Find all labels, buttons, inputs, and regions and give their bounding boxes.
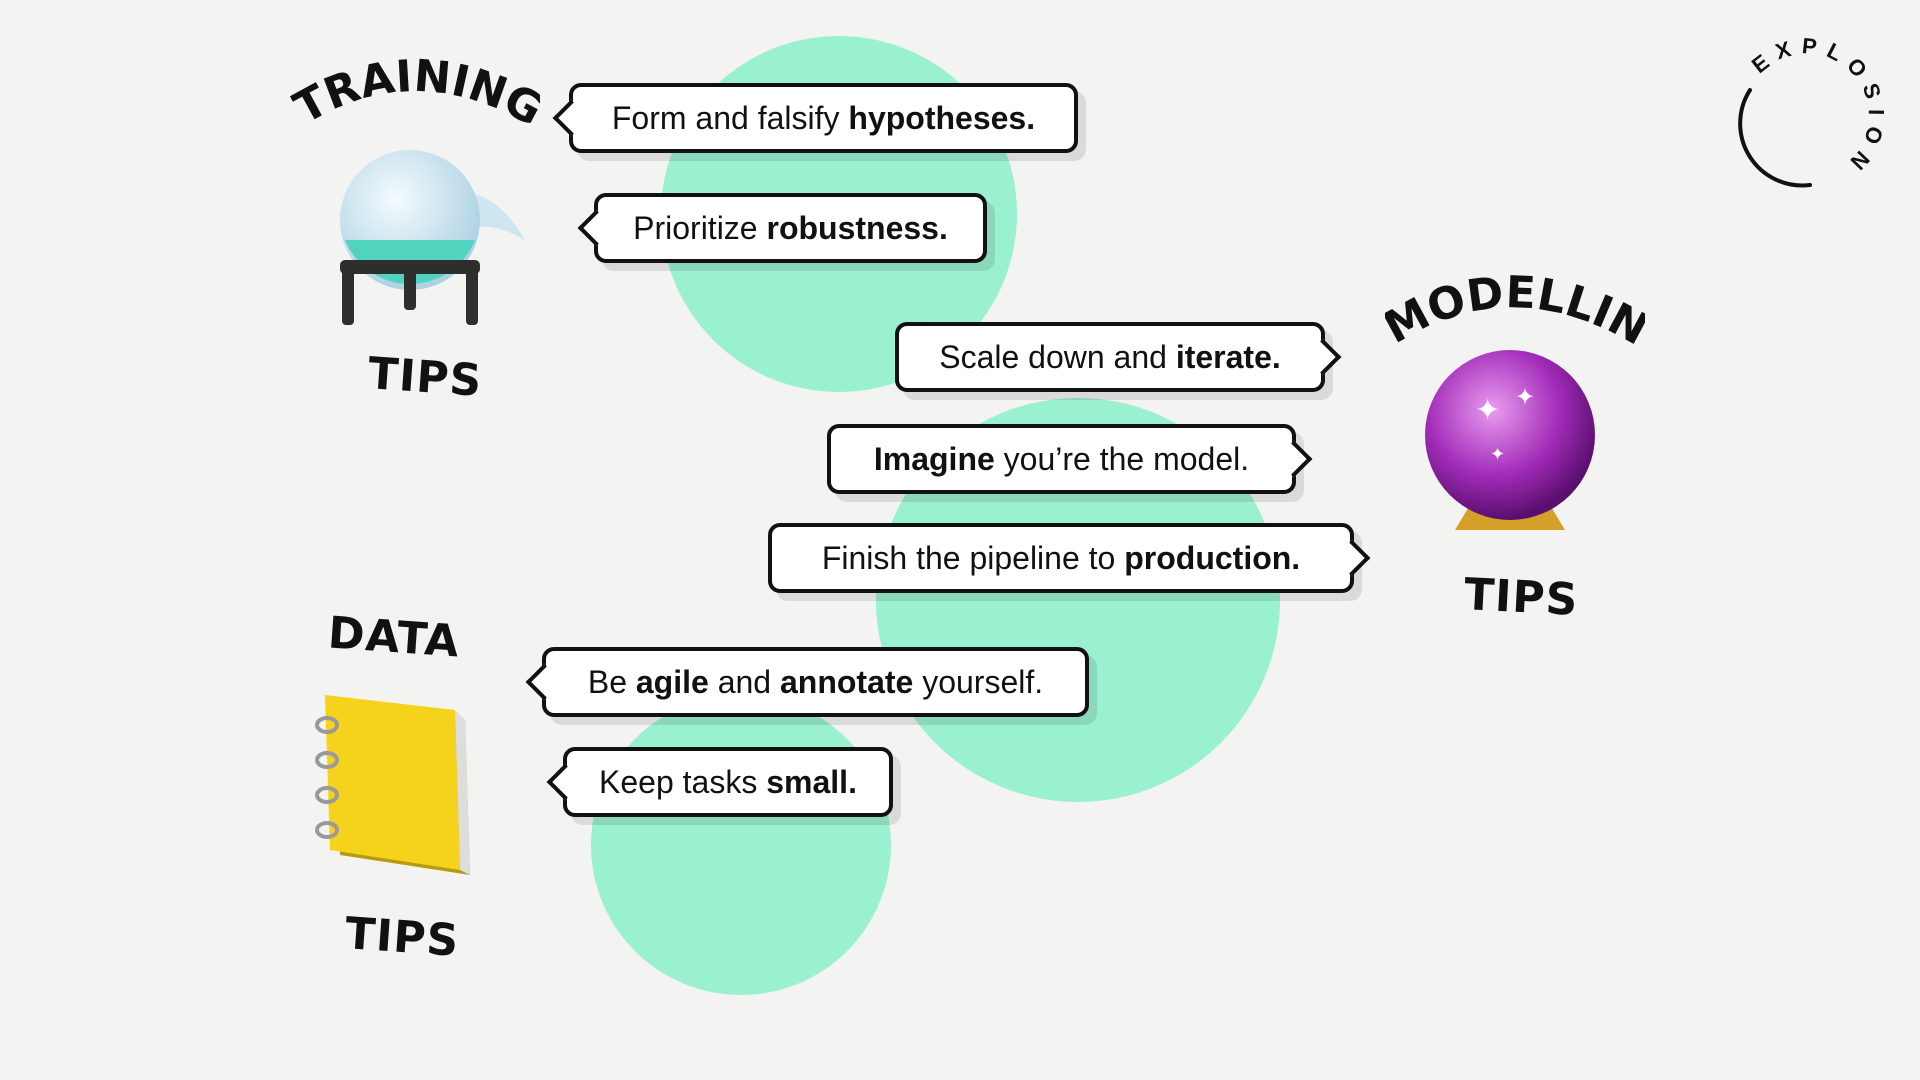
speech-tail	[1304, 338, 1342, 376]
svg-text:✦: ✦	[1515, 384, 1535, 411]
tip-bubble: Prioritize robustness.	[577, 193, 987, 263]
tip-bubble: Be agile and annotate yourself.	[525, 647, 1089, 717]
speech-tail	[552, 99, 590, 137]
tip-bubble: Keep tasks small.	[546, 747, 893, 817]
data-heading: DATA	[326, 607, 462, 668]
tip-text-bold: annotate	[779, 663, 914, 700]
explosion-logo: EXPLOSION	[1738, 35, 1885, 188]
tip-text: Scale down and	[939, 338, 1176, 375]
speech-tail	[577, 209, 615, 247]
tip-text: and	[708, 663, 780, 700]
tip-bubble: Finish the pipeline to production.	[768, 523, 1371, 593]
tip-text-bold: robustness.	[766, 209, 948, 246]
training-tips-label: TIPS	[366, 348, 484, 407]
tip-text-bold: hypotheses.	[848, 99, 1036, 136]
data-tips-label: TIPS	[343, 908, 461, 967]
training-heading: TRAINING	[290, 50, 540, 136]
tip-text: Keep tasks	[599, 763, 767, 800]
tip-text: Form and falsify	[611, 99, 849, 136]
speech-tail	[525, 663, 563, 701]
decorative-circle	[591, 695, 891, 995]
tip-text-bold: Imagine	[873, 440, 995, 477]
speech-tail	[1333, 539, 1371, 577]
modelling-heading: MODELLING	[1385, 260, 1645, 355]
tip-bubble: Scale down and iterate.	[895, 322, 1342, 392]
tip-text: Finish the pipeline to	[821, 539, 1125, 576]
tip-text-bold: small.	[766, 763, 857, 800]
tip-text-bold: production.	[1124, 539, 1301, 576]
tip-bubble: Form and falsify hypotheses.	[552, 83, 1078, 153]
tip-bubble: Imagine you’re the model.	[827, 424, 1313, 494]
speech-tail	[546, 763, 584, 801]
notebook-icon	[315, 695, 470, 875]
tip-text: Be	[587, 663, 636, 700]
tip-text: yourself.	[913, 663, 1044, 700]
svg-text:✦: ✦	[1475, 394, 1500, 427]
svg-text:MODELLING: MODELLING	[1385, 260, 1645, 355]
crystal-ball-icon: ✦ ✦ ✦	[1425, 350, 1595, 530]
svg-text:✦: ✦	[1490, 444, 1505, 464]
flask-icon	[340, 150, 525, 325]
tip-text: Prioritize	[633, 209, 767, 246]
speech-tail	[1275, 440, 1313, 478]
svg-text:EXPLOSION: EXPLOSION	[1747, 35, 1885, 181]
modelling-tips-label: TIPS	[1462, 569, 1580, 626]
tip-text-bold: agile	[635, 663, 709, 700]
svg-text:TRAINING: TRAINING	[290, 50, 540, 136]
tip-text-bold: iterate.	[1175, 338, 1281, 375]
tip-text: you’re the model.	[994, 440, 1250, 477]
